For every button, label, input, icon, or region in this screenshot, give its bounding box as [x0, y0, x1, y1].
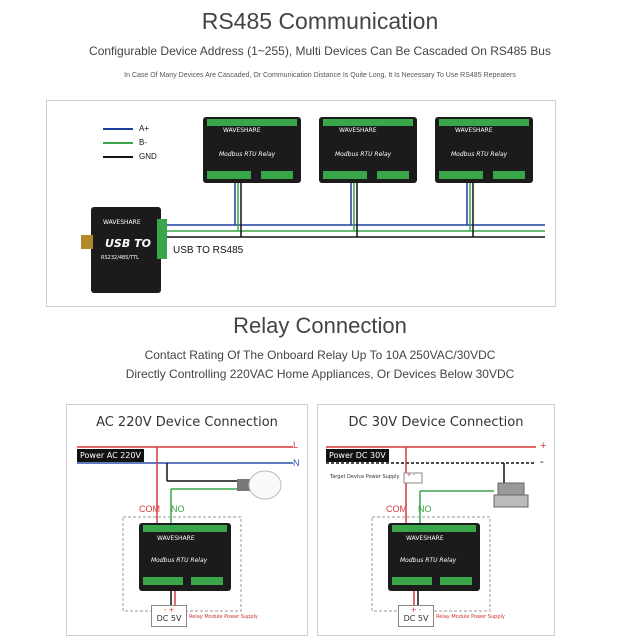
dc-connection-panel: DC 30V Device Connection Power DC 30V + … [317, 404, 555, 636]
usb-converter [81, 207, 167, 293]
legend-a-label: A+ [139, 124, 150, 133]
target-supply-box [403, 472, 423, 484]
ac-power-label: Power AC 220V [77, 449, 144, 462]
dc-psu-voltage: DC 5V [403, 614, 429, 623]
dc-panel-title: DC 30V Device Connection [348, 415, 524, 430]
dc-psu-polarity: + - [410, 606, 422, 614]
dc-power-label: Power DC 30V [326, 449, 389, 462]
relay3-name: Modbus RTU Relay [451, 151, 508, 158]
usb-to-rs485-label: USB TO RS485 [173, 245, 244, 256]
rs485-note: In Case Of Many Devices Are Cascaded, Or… [124, 72, 516, 79]
rs485-title: RS485 Communication [201, 8, 439, 34]
bulb-icon [237, 470, 282, 500]
relay-caption-1: Contact Rating Of The Onboard Relay Up T… [144, 348, 496, 362]
relay-caption-2: Directly Controlling 220VAC Home Applian… [125, 367, 515, 381]
dc-module-brand: WAVESHARE [406, 535, 444, 542]
dc-module-name: Modbus RTU Relay [400, 557, 457, 564]
relay1-name: Modbus RTU Relay [219, 151, 276, 158]
converter-sub: RS232/485/TTL [101, 255, 139, 261]
ac-relay-module [139, 523, 231, 591]
dc-relay-module [388, 523, 480, 591]
drop-lines [234, 181, 474, 237]
ac-connection-panel: AC 220V Device Connection Power AC 220V … [66, 404, 308, 636]
rs485-subtitle: Configurable Device Address (1~255), Mul… [89, 44, 551, 58]
legend-gnd-label: GND [139, 152, 157, 161]
relay1-brand: WAVESHARE [223, 127, 261, 134]
converter-name: USB TO [105, 237, 151, 250]
relay-module-2 [319, 117, 417, 183]
legend-b-label: B- [139, 138, 147, 147]
dc-no-label: NO [418, 504, 432, 514]
relay-module-1 [203, 117, 301, 183]
dc-com-label: COM [386, 504, 407, 514]
ac-psu-polarity: - + [163, 606, 175, 614]
ac-psu-voltage: DC 5V [156, 614, 182, 623]
dc-psu-caption: Relay Module Power Supply [436, 614, 505, 620]
ac-psu-box: - + DC 5V [151, 605, 187, 627]
dc-target-label: Target Device Power Supply [330, 474, 400, 480]
ac-no-label: NO [171, 504, 185, 514]
relay-title: Relay Connection [233, 313, 407, 338]
dc-diagram [326, 446, 536, 612]
rs485-diagram [81, 117, 545, 293]
relay3-brand: WAVESHARE [455, 127, 493, 134]
valve-icon [493, 482, 529, 508]
dc-psu-box: + - DC 5V [398, 605, 434, 627]
ac-n-label: N [293, 458, 300, 468]
ac-com-label: COM [139, 504, 160, 514]
dc-target-polarity: + - [407, 472, 416, 479]
ac-module-brand: WAVESHARE [157, 535, 195, 542]
relay2-name: Modbus RTU Relay [335, 151, 392, 158]
ac-module-name: Modbus RTU Relay [151, 557, 208, 564]
dc-pos-label: + [540, 440, 547, 452]
relay2-brand: WAVESHARE [339, 127, 377, 134]
dc-neg-label: - [540, 456, 544, 468]
ac-diagram [77, 446, 293, 612]
ac-l-label: L [293, 440, 299, 450]
ac-psu-caption: Relay Module Power Supply [189, 614, 258, 620]
relay-module-3 [435, 117, 533, 183]
rs485-diagram-panel: A+ B- GND WAVESHARE Modbus RTU Relay WAV… [46, 100, 556, 307]
ac-panel-title: AC 220V Device Connection [96, 415, 278, 430]
converter-brand: WAVESHARE [103, 219, 141, 226]
